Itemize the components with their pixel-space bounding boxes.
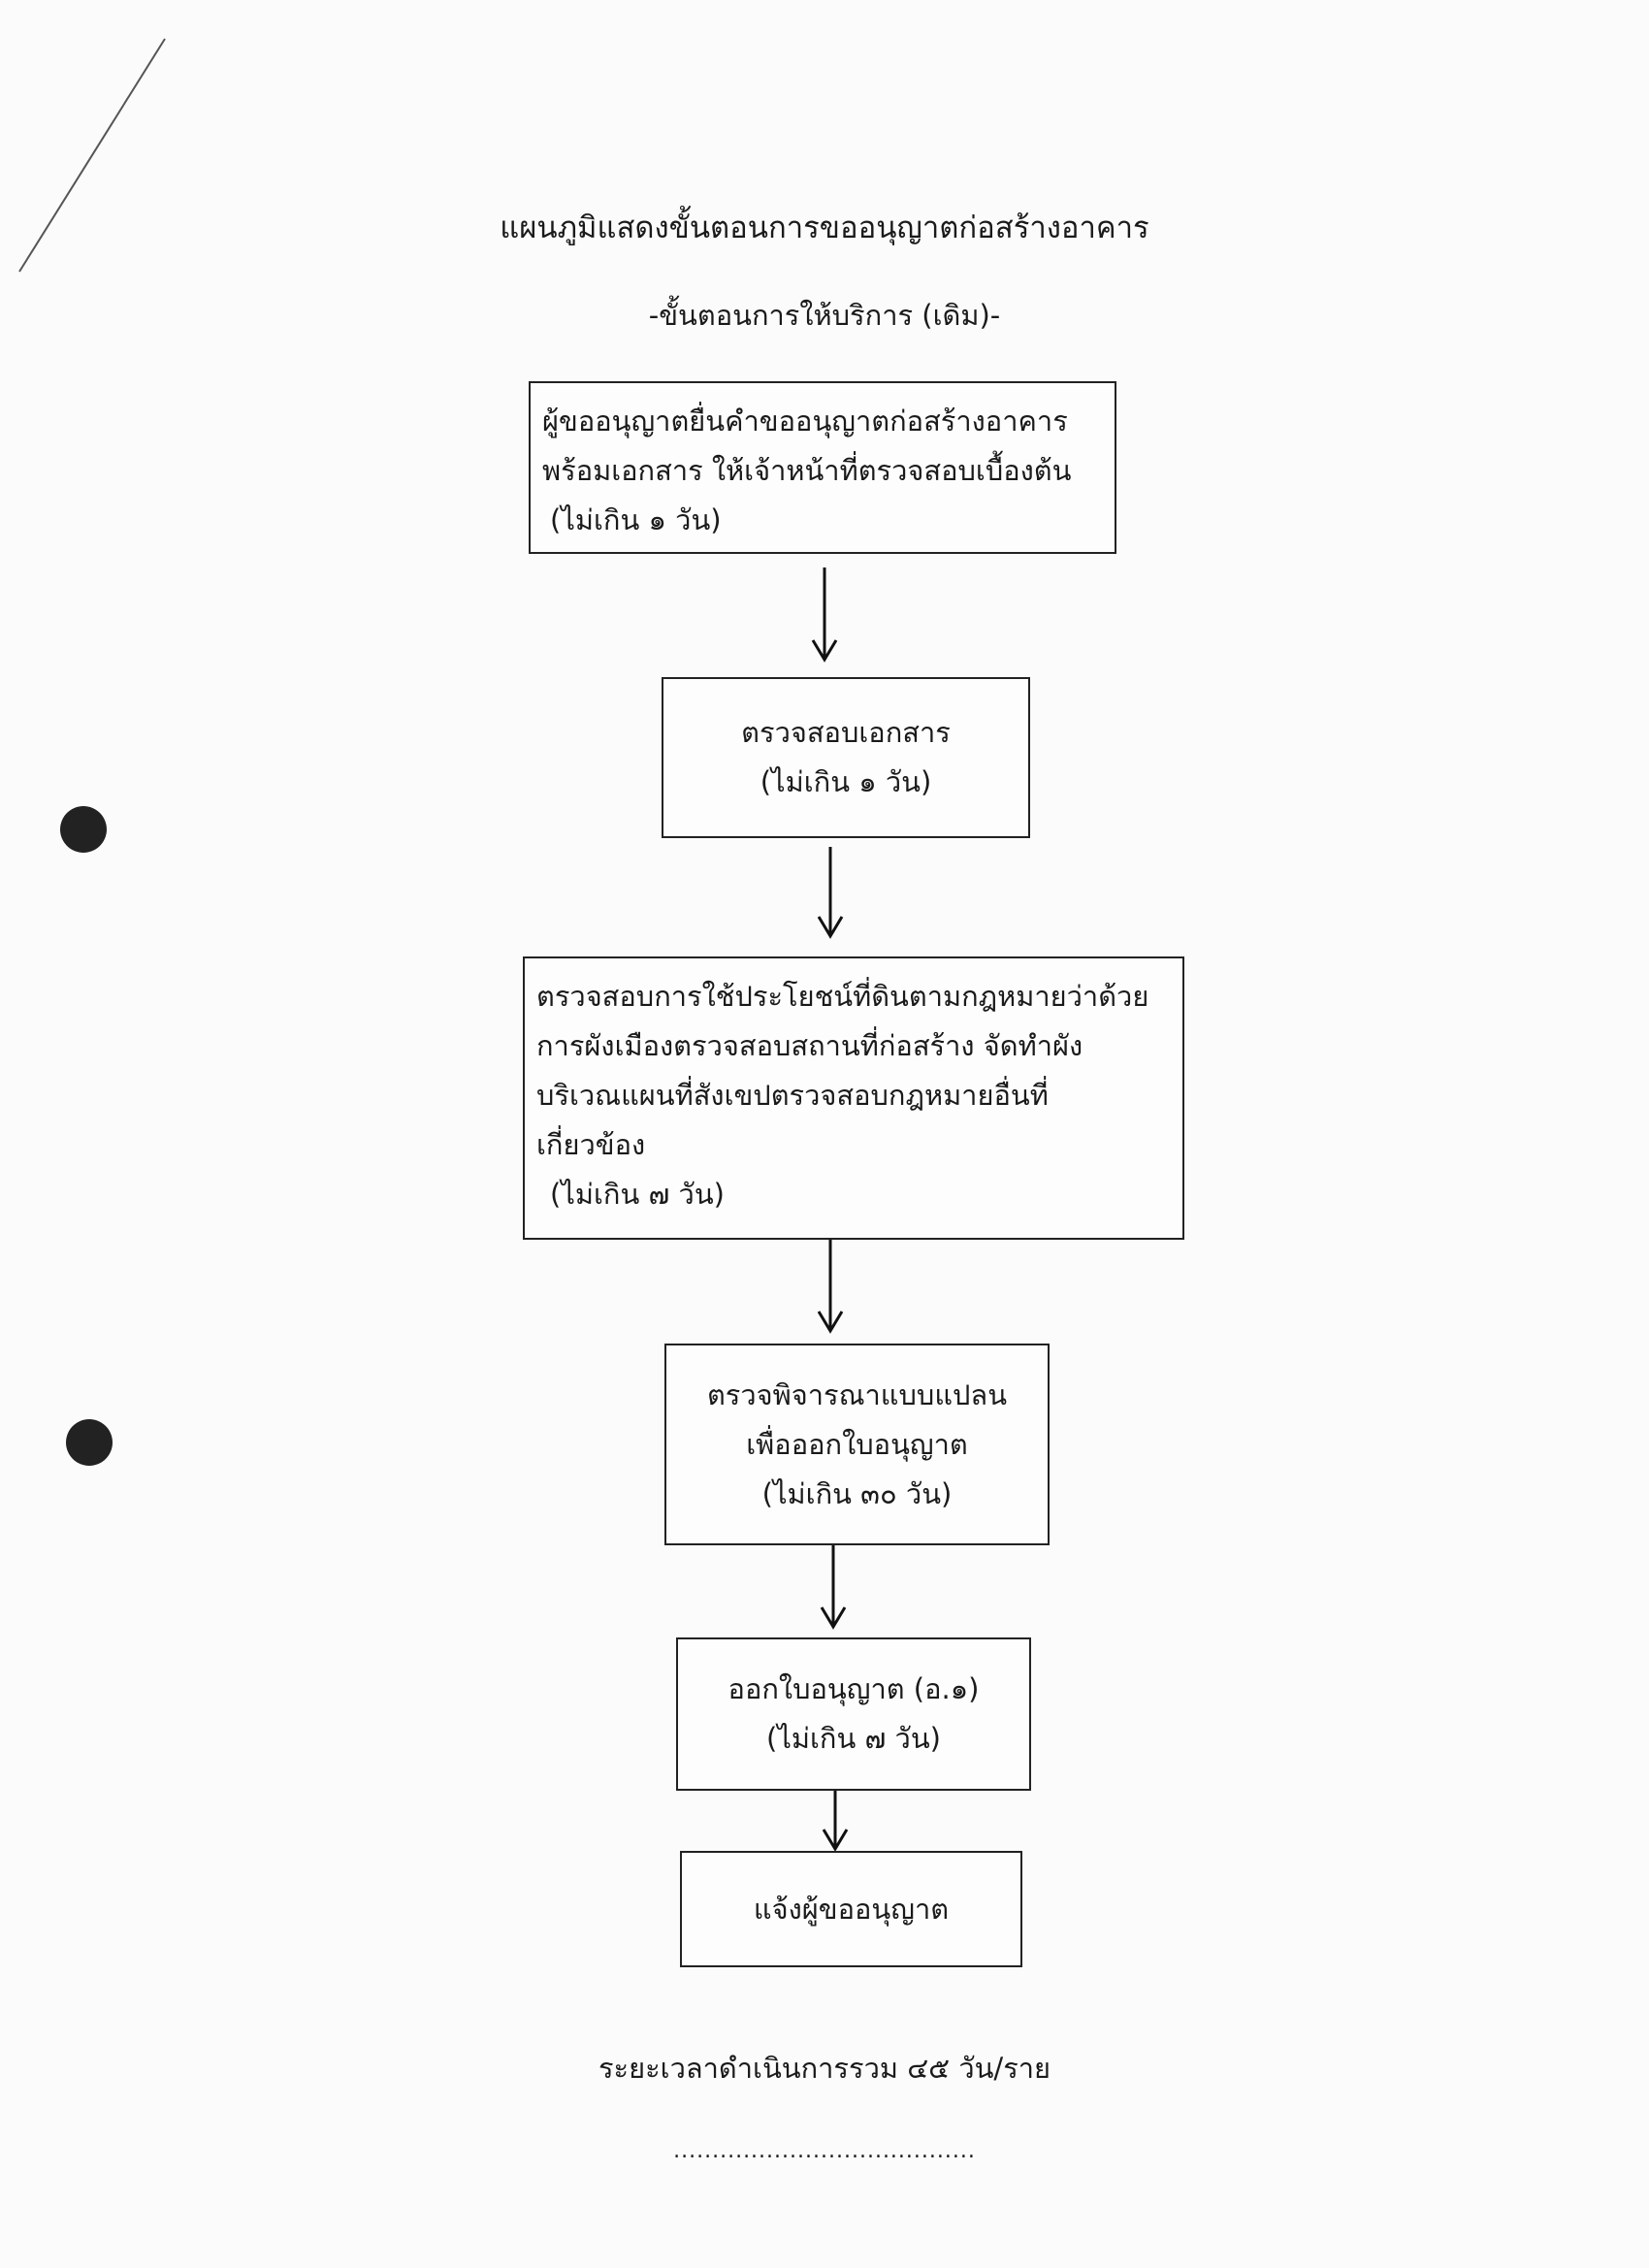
step-3-line-2: การผังเมืองตรวจสอบสถานที่ก่อสร้าง จัดทำผ… <box>536 1029 1083 1062</box>
step-6-box: แจ้งผู้ขออนุญาต <box>680 1851 1022 1967</box>
signature-line: ....................................... <box>673 2139 976 2163</box>
arrow-5-6 <box>822 1791 849 1852</box>
arrow-4-5 <box>820 1545 847 1630</box>
step-1-line-3: (ไม่เกิน ๑ วัน) <box>550 503 722 536</box>
chart-subtitle: -ขั้นตอนการให้บริการ (เดิม)- <box>648 299 1001 332</box>
punch-hole-top <box>60 806 107 853</box>
chart-title: แผนภูมิแสดงขั้นตอนการขออนุญาตก่อสร้างอาค… <box>500 211 1149 245</box>
step-1-box: ผู้ขออนุญาตยื่นคำขออนุญาตก่อสร้างอาคาร พ… <box>529 381 1116 554</box>
arrow-2-3 <box>817 847 844 939</box>
step-3-line-3: บริเวณแผนที่สังเขปตรวจสอบกฎหมายอื่นที่ <box>536 1079 1049 1112</box>
step-4-line-1: ตรวจพิจารณาแบบแปลน <box>706 1377 1008 1411</box>
step-3-line-4: เกี่ยวข้อง <box>536 1128 646 1161</box>
punch-hole-bottom <box>66 1419 113 1466</box>
step-5-line-2: (ไม่เกิน ๗ วัน) <box>766 1722 941 1755</box>
step-1-line-1: ผู้ขออนุญาตยื่นคำขออนุญาตก่อสร้างอาคาร <box>542 405 1068 437</box>
step-6-line-1: แจ้งผู้ขออนุญาต <box>753 1892 950 1926</box>
step-4-line-3: (ไม่เกิน ๓๐ วัน) <box>761 1476 953 1510</box>
step-3-line-1: ตรวจสอบการใช้ประโยชน์ที่ดินตามกฎหมายว่าด… <box>536 980 1149 1013</box>
arrow-3-4 <box>817 1240 844 1334</box>
step-1-line-2: พร้อมเอกสาร ให้เจ้าหน้าที่ตรวจสอบเบื้องต… <box>542 454 1072 487</box>
step-5-line-1: ออกใบอนุญาต (อ.๑) <box>728 1672 980 1705</box>
step-5-box: ออกใบอนุญาต (อ.๑) (ไม่เกิน ๗ วัน) <box>676 1637 1031 1791</box>
step-3-box: ตรวจสอบการใช้ประโยชน์ที่ดินตามกฎหมายว่าด… <box>523 956 1184 1240</box>
flow-arrows <box>811 567 849 1852</box>
step-2-line-1: ตรวจสอบเอกสาร <box>741 716 951 749</box>
step-2-line-2: (ไม่เกิน ๑ วัน) <box>760 765 932 798</box>
scan-edge-line <box>18 38 166 273</box>
step-3-line-5: (ไม่เกิน ๗ วัน) <box>550 1178 725 1211</box>
total-duration: ระยะเวลาดำเนินการรวม ๔๕ วัน/ราย <box>598 2052 1051 2085</box>
arrow-1-2 <box>811 567 838 663</box>
step-4-line-2: เพื่อออกใบอนุญาต <box>746 1427 968 1461</box>
step-2-box: ตรวจสอบเอกสาร (ไม่เกิน ๑ วัน) <box>662 677 1030 838</box>
step-4-box: ตรวจพิจารณาแบบแปลน เพื่อออกใบอนุญาต (ไม่… <box>664 1344 1050 1545</box>
